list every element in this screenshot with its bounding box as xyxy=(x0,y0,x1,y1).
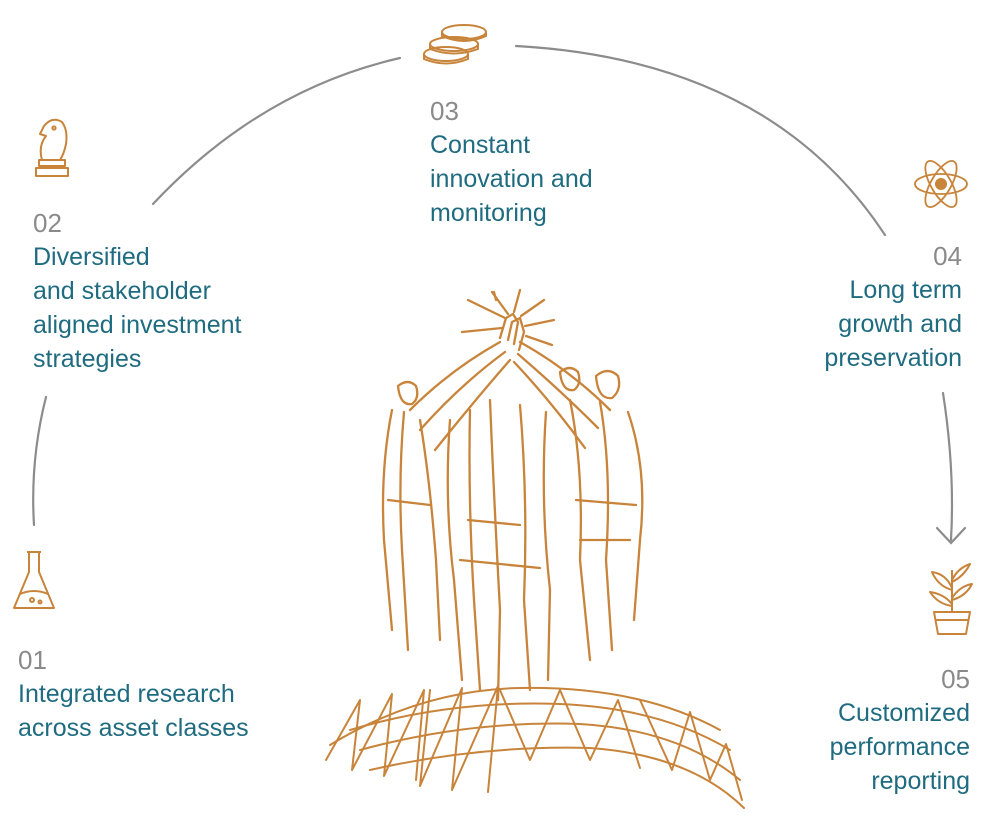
arc-02-to-03 xyxy=(151,56,402,206)
arc-01-to-02 xyxy=(32,395,48,527)
hill-scribbles xyxy=(325,685,745,809)
step-number: 04 xyxy=(933,241,962,271)
step-label: Constant innovation and monitoring xyxy=(430,131,593,227)
step-label: Diversified and stakeholder aligned inve… xyxy=(33,243,242,373)
arc-03-to-04 xyxy=(514,44,887,237)
chess-knight-icon xyxy=(35,118,69,177)
step-label: Customized performance reporting xyxy=(829,699,970,795)
step-02: 02 Diversified and stakeholder aligned i… xyxy=(33,206,323,376)
step-label: Integrated research across asset classes xyxy=(18,680,249,742)
step-03: 03 Constant innovation and monitoring xyxy=(430,94,690,230)
step-number: 02 xyxy=(33,208,62,238)
flask-icon xyxy=(13,551,55,609)
step-number: 03 xyxy=(430,96,459,126)
atom-icon xyxy=(914,160,968,208)
arrowhead xyxy=(935,526,967,545)
step-05: 05 Customized performance reporting xyxy=(700,662,970,798)
spark-rays xyxy=(460,288,556,347)
step-04: 04 Long term growth and preservation xyxy=(700,239,962,375)
step-number: 01 xyxy=(18,645,47,675)
coins-stack-icon xyxy=(423,24,487,65)
step-number: 05 xyxy=(941,664,970,694)
step-01: 01 Integrated research across asset clas… xyxy=(18,643,308,745)
step-label: Long term growth and preservation xyxy=(824,276,962,372)
potted-plant-icon xyxy=(929,563,973,635)
arc-04-to-05 xyxy=(941,391,954,542)
